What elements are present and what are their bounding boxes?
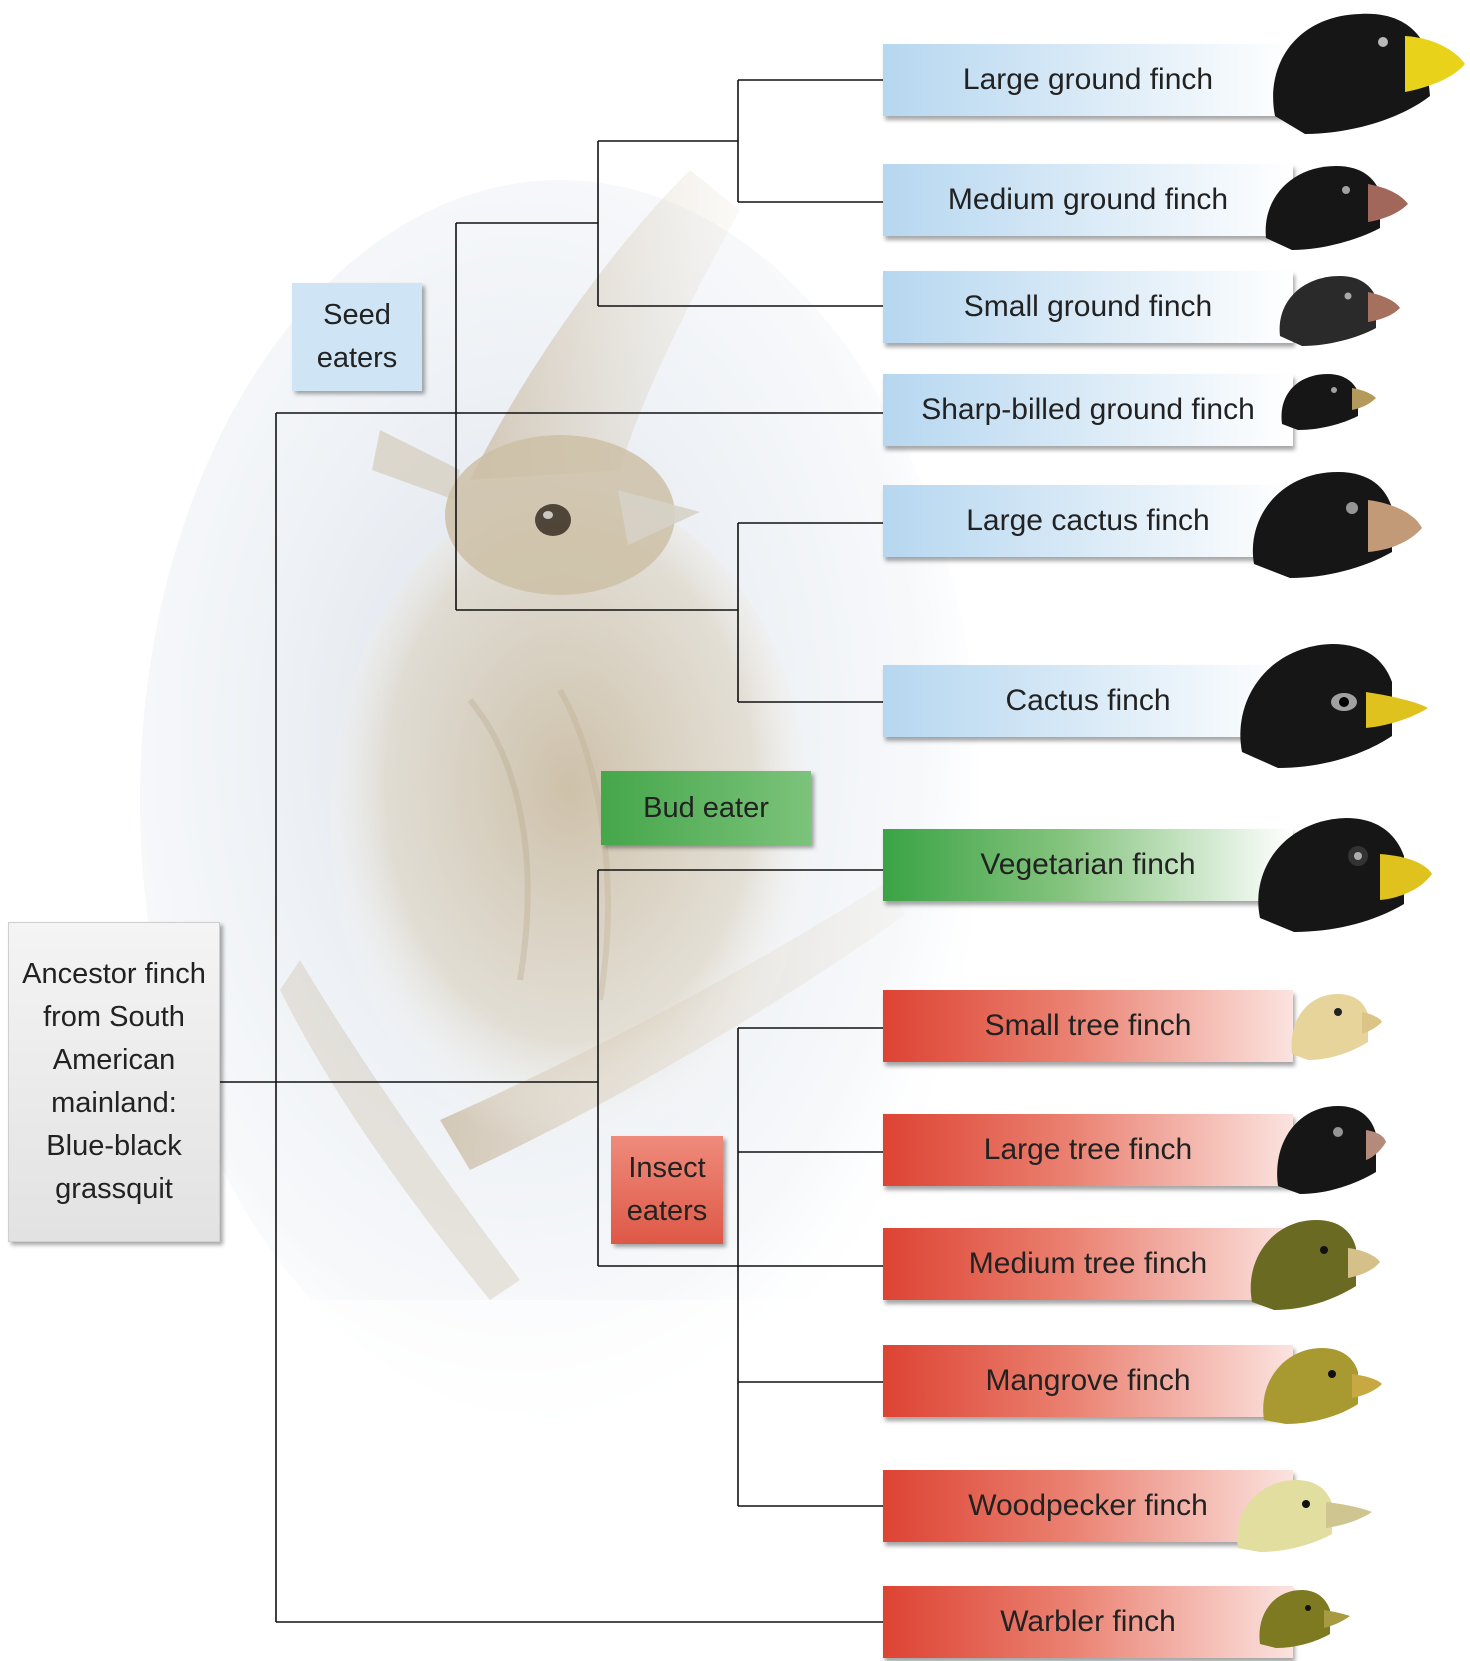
large-tree-finch-head-icon bbox=[1277, 1106, 1386, 1194]
group-label-line: Insect bbox=[628, 1152, 706, 1184]
head-shape bbox=[1281, 374, 1358, 430]
head-shape bbox=[1263, 1348, 1358, 1424]
species-box-small-tree-finch: Small tree finch bbox=[883, 990, 1293, 1062]
group-label-line: Bud eater bbox=[643, 791, 769, 824]
beak-shape bbox=[1348, 1248, 1380, 1278]
head-shape bbox=[1279, 276, 1376, 346]
head-shape bbox=[1265, 166, 1380, 250]
species-name: Mangrove finch bbox=[985, 1364, 1191, 1397]
group-label-line: eaters bbox=[316, 342, 398, 374]
beak-shape bbox=[1380, 854, 1432, 900]
beak-shape bbox=[1405, 36, 1465, 92]
beak-shape bbox=[1326, 1502, 1372, 1528]
head-shape bbox=[1258, 818, 1404, 932]
ancestor-line: American bbox=[52, 1044, 176, 1076]
small-ground-finch-head-icon bbox=[1279, 276, 1400, 346]
species-box-warbler-finch: Warbler finch bbox=[883, 1586, 1293, 1658]
beak-shape bbox=[1368, 184, 1408, 222]
sharp-billed-ground-finch-head-icon bbox=[1281, 374, 1376, 430]
head-shape bbox=[1240, 644, 1392, 768]
beak-shape bbox=[1352, 388, 1376, 410]
species-box-mangrove-finch: Mangrove finch bbox=[883, 1345, 1293, 1417]
ancestor-line: Ancestor finch bbox=[22, 958, 206, 990]
species-box-cactus-finch: Cactus finch bbox=[883, 665, 1293, 737]
species-name: Woodpecker finch bbox=[968, 1489, 1208, 1522]
head-shape bbox=[1252, 472, 1392, 578]
species-name: Warbler finch bbox=[1000, 1605, 1176, 1638]
species-name: Small ground finch bbox=[963, 290, 1213, 323]
head-shape bbox=[1277, 1106, 1376, 1194]
species-box-large-cactus-finch: Large cactus finch bbox=[883, 485, 1293, 557]
beak-shape bbox=[1324, 1610, 1350, 1628]
ancestor-finch-box: Ancestor finch from South American mainl… bbox=[8, 922, 220, 1242]
species-name: Sharp-billed ground finch bbox=[921, 393, 1255, 426]
species-box-small-ground-finch: Small ground finch bbox=[883, 271, 1293, 343]
species-name: Cactus finch bbox=[1005, 684, 1171, 717]
species-name: Medium ground finch bbox=[947, 183, 1229, 216]
insect-eaters-label: Insect eaters bbox=[611, 1136, 723, 1244]
species-name: Large ground finch bbox=[962, 63, 1214, 96]
species-name: Vegetarian finch bbox=[980, 848, 1196, 881]
species-box-large-tree-finch: Large tree finch bbox=[883, 1114, 1293, 1186]
vegetarian-finch-head-icon bbox=[1258, 818, 1432, 932]
species-box-woodpecker-finch: Woodpecker finch bbox=[883, 1470, 1293, 1542]
ancestor-line: mainland: bbox=[51, 1087, 177, 1119]
head-shape bbox=[1273, 13, 1430, 135]
species-name: Medium tree finch bbox=[968, 1247, 1208, 1280]
head-shape bbox=[1237, 1480, 1332, 1552]
ancestor-line: grassquit bbox=[55, 1173, 173, 1205]
species-box-sharp-billed-ground-finch: Sharp-billed ground finch bbox=[883, 374, 1293, 446]
species-box-vegetarian-finch: Vegetarian finch bbox=[883, 829, 1293, 901]
bud-eater-label: Bud eater bbox=[601, 771, 811, 845]
species-box-medium-ground-finch: Medium ground finch bbox=[883, 164, 1293, 236]
species-box-large-ground-finch: Large ground finch bbox=[883, 44, 1293, 116]
group-label-line: Seed bbox=[323, 299, 391, 331]
beak-shape bbox=[1366, 692, 1428, 728]
beak-shape bbox=[1362, 1012, 1382, 1034]
cactus-finch-head-icon bbox=[1240, 644, 1428, 768]
beak-shape bbox=[1368, 500, 1422, 552]
beak-shape bbox=[1366, 1130, 1386, 1160]
ancestor-line: Blue-black bbox=[46, 1130, 182, 1162]
head-shape bbox=[1259, 1590, 1330, 1648]
seed-eaters-label: Seed eaters bbox=[292, 283, 422, 391]
small-tree-finch-head-icon bbox=[1291, 994, 1382, 1060]
species-box-medium-tree-finch: Medium tree finch bbox=[883, 1228, 1293, 1300]
mangrove-finch-head-icon bbox=[1263, 1348, 1382, 1424]
woodpecker-finch-head-icon bbox=[1237, 1480, 1372, 1552]
medium-ground-finch-head-icon bbox=[1265, 166, 1408, 250]
head-shape bbox=[1291, 994, 1368, 1060]
group-label-line: eaters bbox=[626, 1195, 708, 1227]
beak-shape bbox=[1352, 1374, 1382, 1398]
large-ground-finch-head-icon bbox=[1273, 13, 1465, 135]
beak-shape bbox=[1368, 292, 1400, 322]
medium-tree-finch-head-icon bbox=[1250, 1220, 1380, 1310]
species-name: Large cactus finch bbox=[966, 504, 1210, 537]
species-name: Small tree finch bbox=[984, 1009, 1192, 1042]
ancestor-line: from South bbox=[43, 1001, 185, 1033]
warbler-finch-head-icon bbox=[1259, 1590, 1350, 1648]
species-name: Large tree finch bbox=[983, 1133, 1193, 1166]
large-cactus-finch-head-icon bbox=[1252, 472, 1422, 578]
head-shape bbox=[1250, 1220, 1356, 1310]
